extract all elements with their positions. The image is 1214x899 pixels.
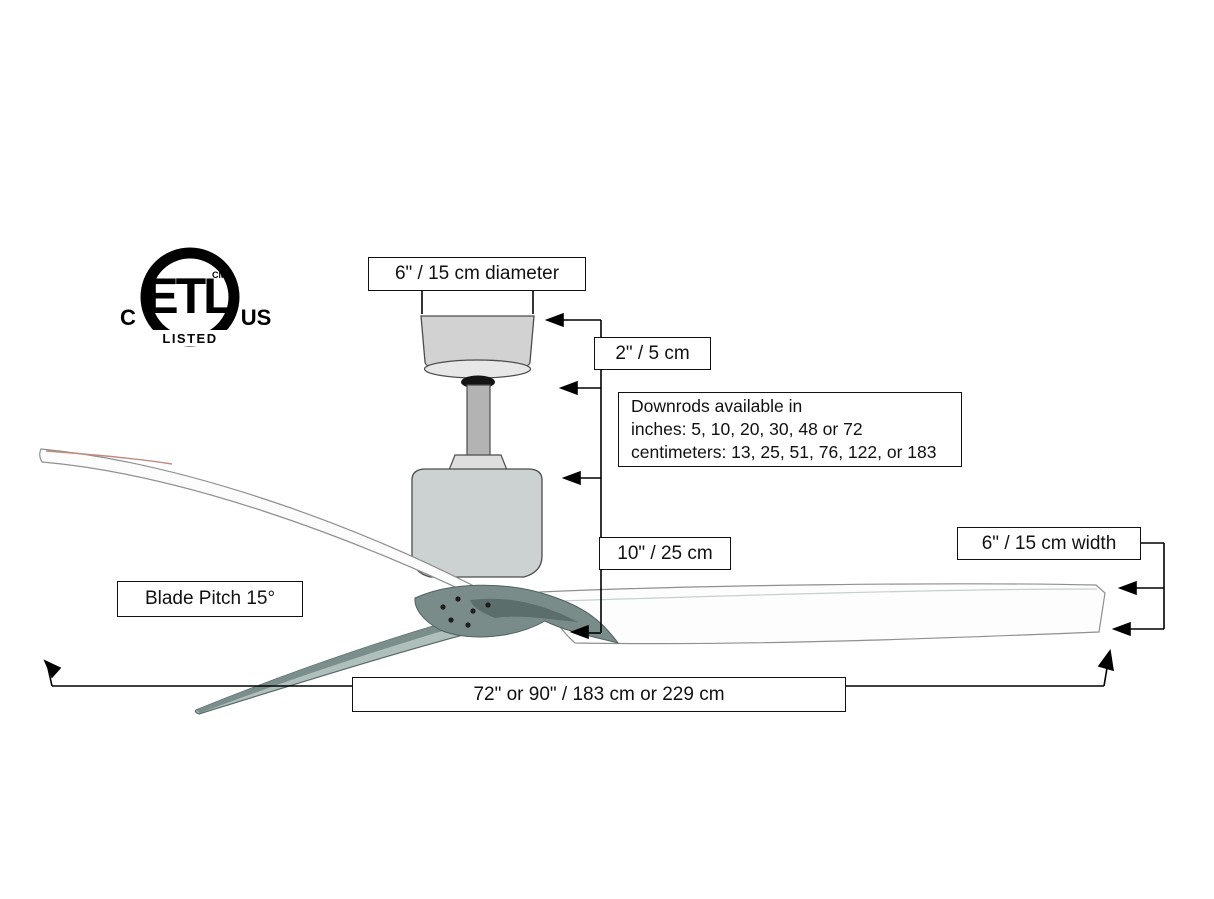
etl-us-text: US <box>241 305 272 330</box>
blade-lower-left <box>194 606 513 715</box>
label-canopy-diameter-text: 6" / 15 cm diameter <box>394 263 560 284</box>
hub-screw <box>448 617 454 623</box>
blade-right-edge-line <box>559 588 1098 602</box>
dim-arrow-blade-top <box>1117 580 1137 596</box>
label-downrods-line3: centimeters: 13, 25, 51, 76, 122, or 183 <box>631 442 937 463</box>
hub-screw <box>485 602 491 608</box>
hub-shadow <box>470 598 578 622</box>
hub-screw <box>465 622 471 628</box>
dim-arrow-span-left <box>43 659 62 679</box>
label-canopy-height: 2" / 5 cm <box>594 337 711 370</box>
label-motor-height-text: 10" / 25 cm <box>617 542 713 564</box>
etl-cm-superscript: CM <box>212 270 226 280</box>
label-downrods-line1: Downrods available in <box>631 395 803 416</box>
etl-logo: ETL CM LISTED C US <box>120 247 272 347</box>
blade-right-surface <box>539 583 1106 645</box>
etl-mark-text: ETL <box>145 268 232 324</box>
fan-canopy <box>420 315 535 389</box>
label-blade-width: 6" / 15 cm width <box>957 527 1141 560</box>
hub-screw <box>470 608 476 614</box>
dim-span-shaft-right <box>1103 667 1108 687</box>
canopy-rim <box>423 359 532 379</box>
dim-arrow-hub-bottom <box>569 624 589 640</box>
label-blade-width-text: 6" / 15 cm width <box>981 532 1117 554</box>
dim-arrow-span-right <box>1097 648 1114 672</box>
motor-housing <box>411 468 543 578</box>
blade-upper-left-surface <box>39 448 484 601</box>
hub-screw <box>455 596 461 602</box>
label-blade-pitch-text: Blade Pitch 15° <box>144 588 276 609</box>
dim-arrow-blade-bottom <box>1111 621 1131 637</box>
etl-c-text: C <box>120 305 136 330</box>
label-downrods: Downrods available in inches: 5, 10, 20,… <box>618 392 962 467</box>
label-blade-span: 72" or 90" / 183 cm or 229 cm <box>352 677 846 712</box>
motor-coupler <box>448 454 508 471</box>
blade-lower-left-edge <box>196 607 505 713</box>
blade-upper-left <box>39 448 484 601</box>
dim-arrow-canopy-bottom <box>558 380 578 396</box>
label-canopy-height-text: 2" / 5 cm <box>615 342 690 364</box>
hub-screw <box>440 604 446 610</box>
dim-arrow-canopy-top <box>544 312 564 328</box>
label-blade-pitch: Blade Pitch 15° <box>117 581 303 617</box>
blade-tip-accent <box>45 450 173 465</box>
blade-right <box>539 583 1106 645</box>
fan-hub <box>414 584 620 644</box>
etl-listed-text: LISTED <box>162 331 217 346</box>
etl-listed-band <box>152 330 228 346</box>
label-motor-height: 10" / 25 cm <box>599 537 731 570</box>
label-blade-span-text: 72" or 90" / 183 cm or 229 cm <box>473 683 725 705</box>
label-downrods-line2: inches: 5, 10, 20, 30, 48 or 72 <box>631 418 863 439</box>
label-canopy-diameter: 6" / 15 cm diameter <box>368 257 586 291</box>
downrod <box>466 384 491 460</box>
dim-arrow-motor-top <box>561 470 581 486</box>
